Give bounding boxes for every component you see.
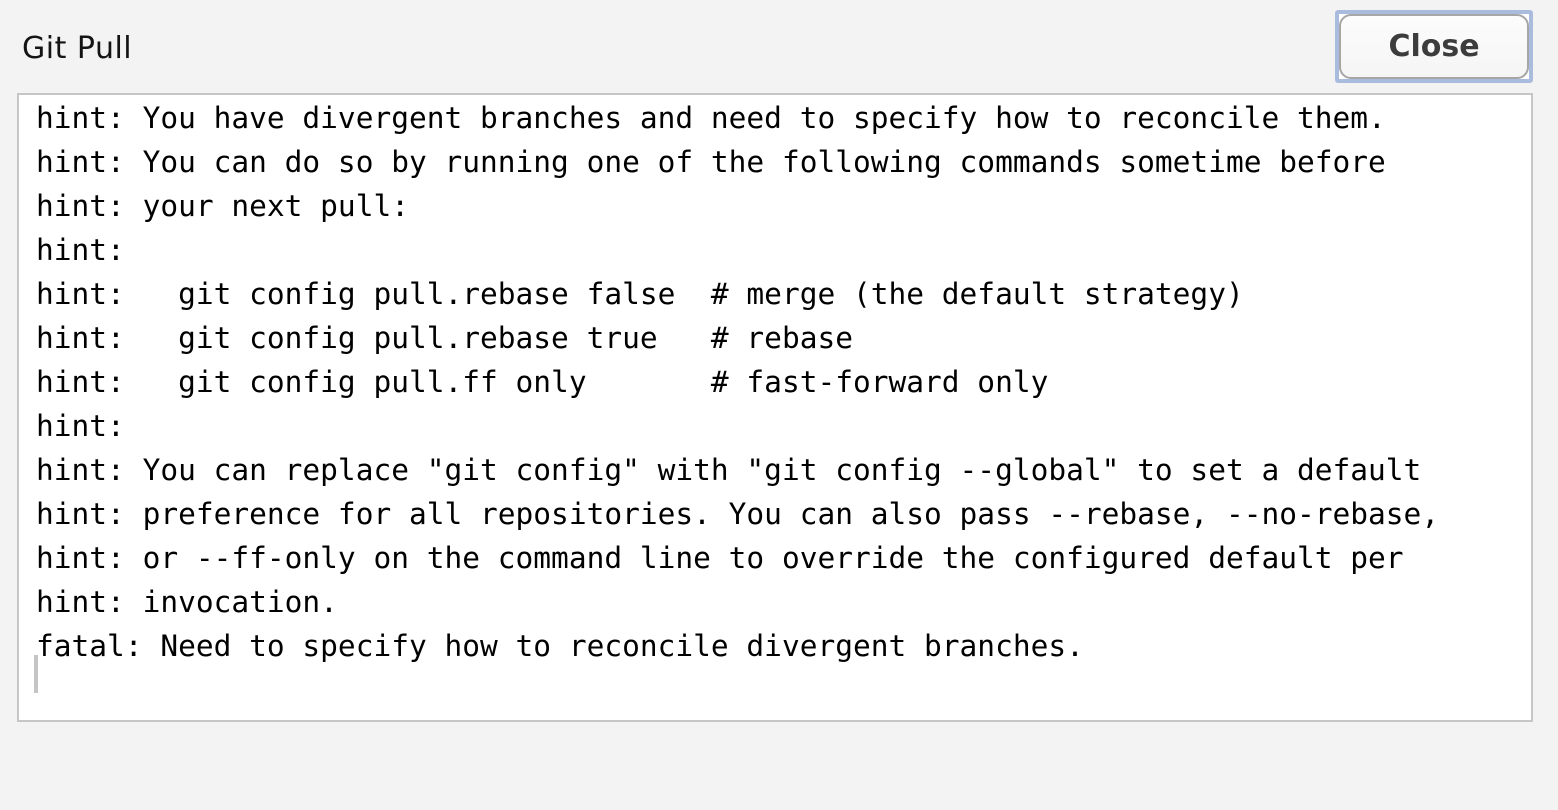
close-button-focus-ring: Close <box>1335 10 1533 83</box>
git-output-area[interactable]: hint: You have divergent branches and ne… <box>17 93 1533 722</box>
dialog-title: Git Pull <box>22 31 133 66</box>
git-output-text: hint: You have divergent branches and ne… <box>36 101 1440 663</box>
close-button[interactable]: Close <box>1339 14 1529 79</box>
text-caret <box>34 655 38 693</box>
